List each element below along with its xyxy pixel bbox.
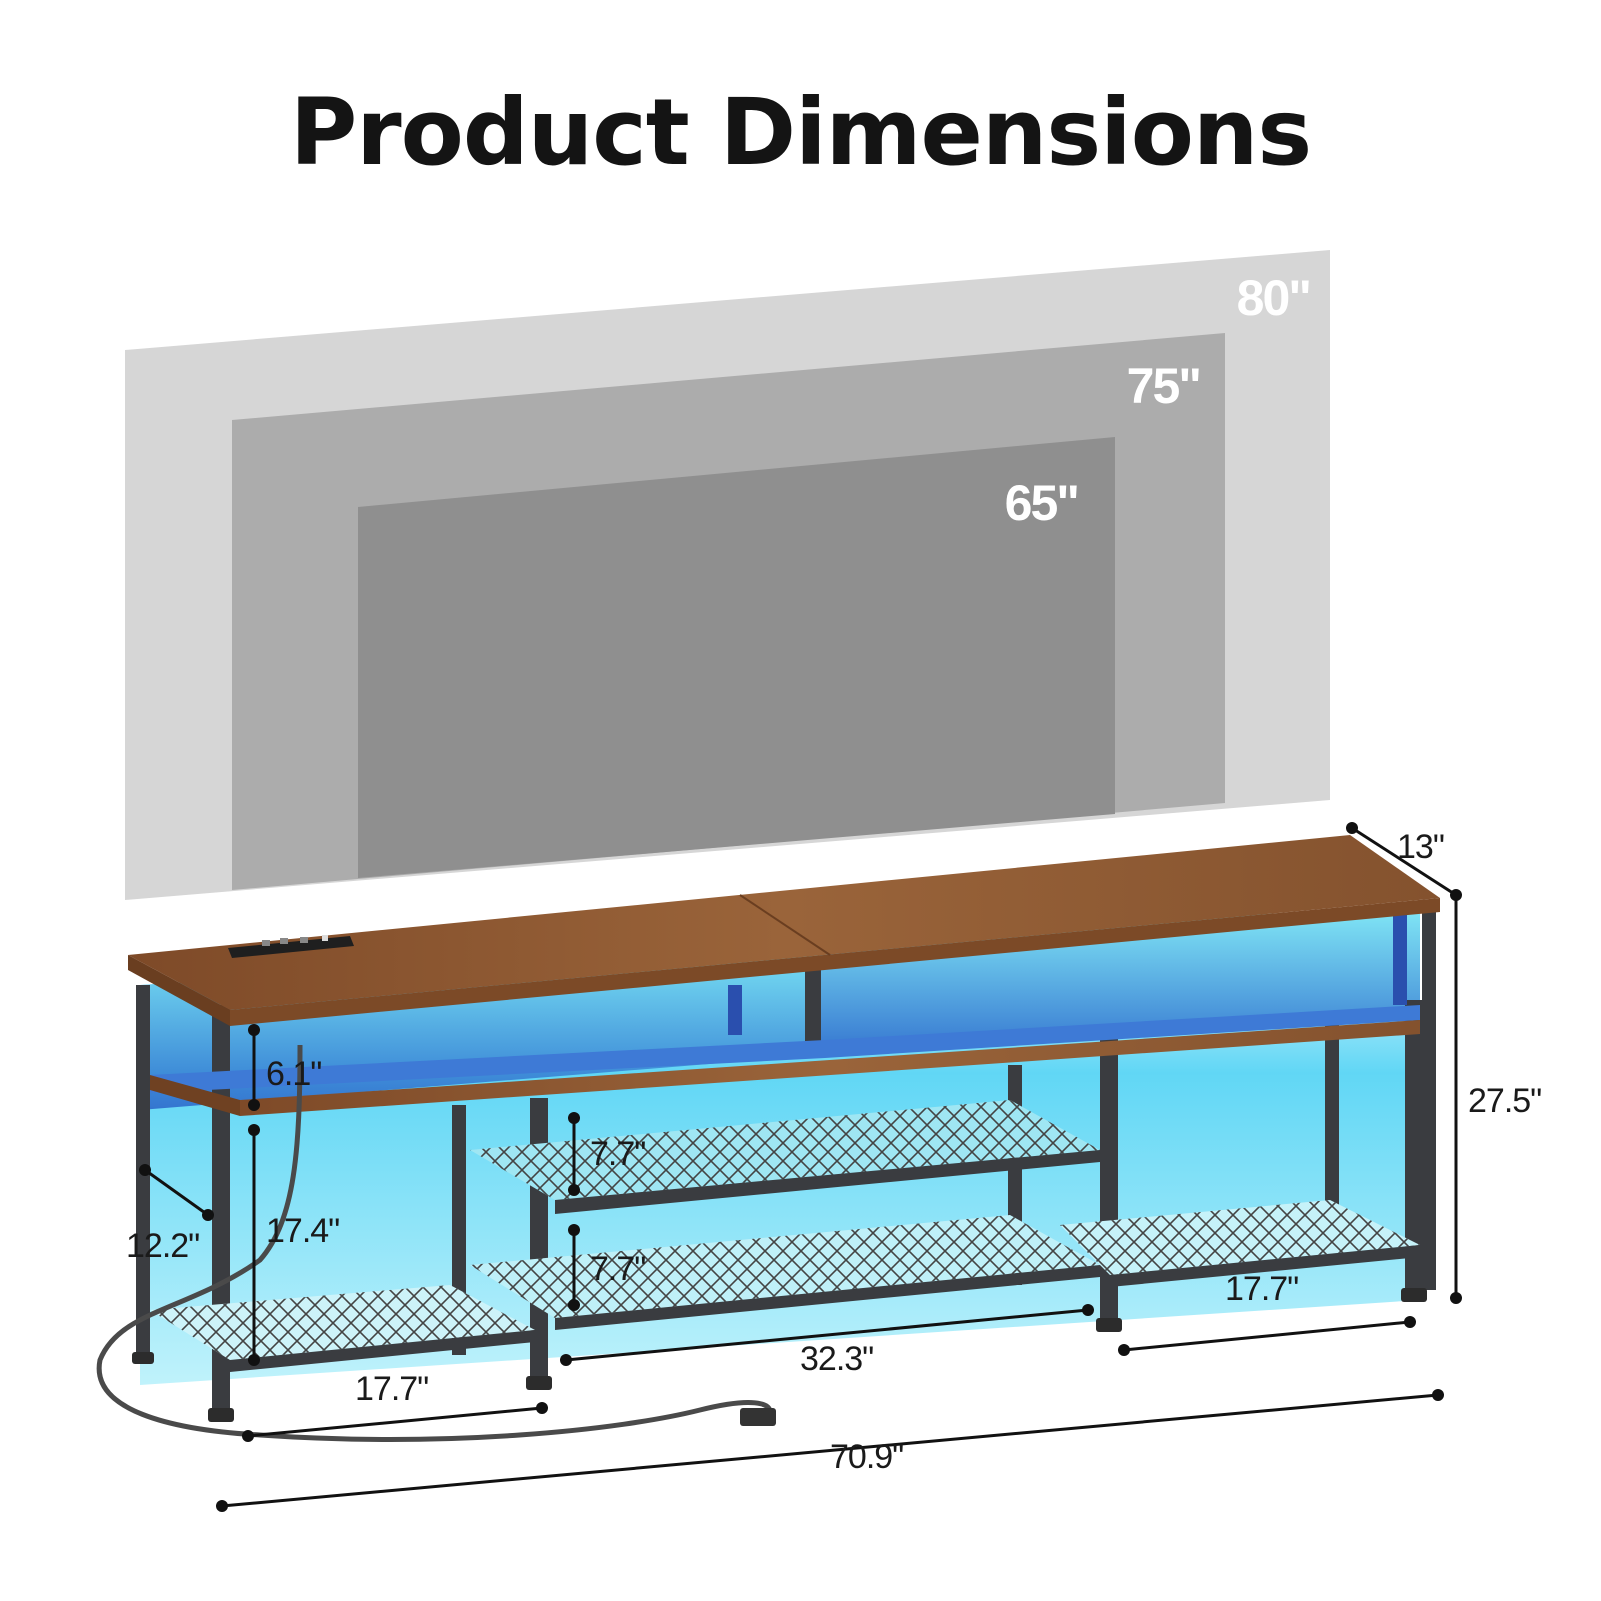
mesh-lower-gap-label: 7.7": [590, 1250, 645, 1288]
mesh-shelf-lower: [150, 1200, 1420, 1372]
top-board: [128, 835, 1440, 1026]
leg-right-back: [1325, 1015, 1339, 1230]
side-depth-label: 12.2": [126, 1227, 199, 1265]
power-plug: [740, 1408, 776, 1426]
tv-65-label: 65": [1005, 475, 1078, 531]
leg-right-outer: [1422, 900, 1436, 1290]
power-strip: [228, 935, 354, 958]
mesh-upper-gap-label: 7.7": [590, 1135, 645, 1173]
right-bay-width-label: 17.7": [1225, 1270, 1298, 1308]
riser-center: [805, 958, 821, 1058]
tv-65-silhouette: 65": [358, 437, 1115, 878]
left-bay-width-label: 17.7": [355, 1370, 428, 1408]
depth-label: 13": [1397, 828, 1444, 866]
riser-left: [728, 985, 742, 1035]
tv-65-screen: [358, 437, 1115, 878]
power-cord: [96, 1044, 776, 1442]
left-lower-height-label: 17.4": [266, 1212, 339, 1250]
upper-shelf: [150, 1005, 1420, 1116]
page-title: Product Dimensions: [289, 79, 1312, 186]
tv-80-label: 80": [1237, 270, 1310, 326]
dimension-lines: [139, 822, 1462, 1512]
leg-right-front: [1405, 1000, 1423, 1295]
mesh-shelf-upper: [470, 1100, 1100, 1214]
height-label: 27.5": [1468, 1082, 1541, 1120]
total-width-label: 70.9": [830, 1438, 903, 1476]
riser-right: [1393, 910, 1407, 1005]
tv-75-label: 75": [1127, 358, 1200, 414]
center-bay-width-label: 32.3": [800, 1340, 873, 1378]
dimension-labels: 13" 27.5" 6.1" 17.4" 12.2" 7.7" 7.7" 17.…: [126, 828, 1542, 1476]
top-shelf-gap-label: 6.1": [266, 1055, 321, 1093]
